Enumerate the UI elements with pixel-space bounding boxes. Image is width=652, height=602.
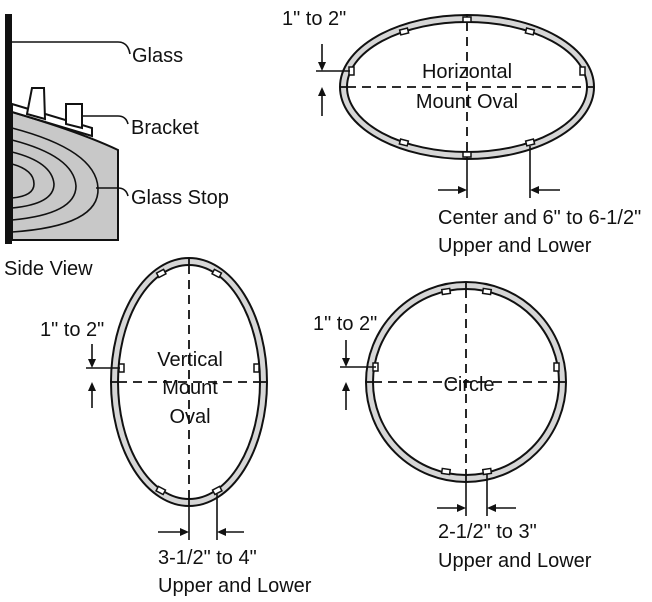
bracket-label: Bracket [131, 117, 199, 139]
mounting-clip [553, 362, 560, 372]
horizontal-oval-spacing-line1: Center and 6" to 6-1/2" [438, 207, 641, 229]
glass-stop-label: Glass Stop [131, 187, 229, 209]
circle-offset-label: 1" to 2" [313, 313, 377, 335]
dimension-arrow [342, 358, 350, 367]
vertical-oval-spacing-line2: Upper and Lower [158, 575, 312, 597]
mounting-clip [211, 485, 223, 496]
glass-stop-contour [11, 139, 77, 221]
bracket-tab-right [65, 103, 83, 130]
glass-leader-hook [117, 41, 131, 55]
glass-stop-leader-hook [117, 187, 129, 197]
dimension-arrow [458, 186, 467, 194]
mounting-clip [481, 287, 493, 296]
bracket-leader-hook [117, 115, 129, 125]
dimension-arrow [487, 504, 496, 512]
dimension-arrow [88, 359, 96, 368]
dimension-arrow [342, 382, 350, 391]
mounting-clip [155, 485, 167, 496]
horizontal-oval-spacing-line2: Upper and Lower [438, 235, 592, 257]
mounting-clip [398, 138, 410, 147]
glass-stop-contour [11, 163, 35, 199]
dimension-arrow [530, 186, 539, 194]
mounting-clip [211, 268, 223, 279]
mounting-clip [481, 467, 493, 476]
circle-spacing-line1: 2-1/2" to 3" [438, 521, 537, 543]
vertical-oval: Vertical Mount Oval 1" to 2" 3-1/2" to 4… [40, 257, 312, 597]
mounting-clip [579, 66, 586, 76]
glass-stop-contour [11, 151, 55, 209]
dimension-arrow [318, 62, 326, 71]
bracket-tab-left [25, 87, 47, 121]
circle-mount: Circle 1" to 2" 2-1/2" to 3" Upper and L… [313, 281, 592, 572]
vertical-oval-title-line1: Vertical [157, 349, 223, 371]
side-view: Glass Bracket Glass Stop Side View [4, 14, 229, 280]
glass-label: Glass [132, 45, 183, 67]
dimension-arrow [217, 528, 226, 536]
horizontal-oval-offset-label: 1" to 2" [282, 8, 346, 30]
dimension-arrow [318, 87, 326, 96]
horizontal-oval-title-line2: Mount Oval [416, 91, 518, 113]
circle-spacing-line2: Upper and Lower [438, 550, 592, 572]
mounting-clip [462, 16, 472, 23]
vertical-oval-offset-label: 1" to 2" [40, 319, 104, 341]
mounting-clip [253, 363, 260, 373]
vertical-oval-title-line2: Mount [162, 377, 218, 399]
mounting-clip [524, 138, 536, 147]
vertical-oval-title-line3: Oval [169, 406, 210, 428]
mounting-clip [440, 467, 452, 476]
mounting-clip [155, 268, 167, 279]
mounting-clip [462, 151, 472, 158]
circle-title: Circle [443, 374, 494, 396]
dimension-arrow [457, 504, 466, 512]
side-view-caption: Side View [4, 258, 93, 280]
mounting-clip [440, 287, 452, 296]
dimension-arrow [88, 382, 96, 391]
vertical-oval-spacing-line1: 3-1/2" to 4" [158, 547, 257, 569]
horizontal-oval-title-line1: Horizontal [422, 61, 512, 83]
horizontal-oval: Horizontal Mount Oval 1" to 2" Center an… [282, 8, 641, 257]
dimension-arrow [180, 528, 189, 536]
glass-pane [5, 14, 12, 244]
glass-stop-shape [11, 110, 119, 241]
mounting-clip [524, 27, 536, 36]
mounting-clip [398, 27, 410, 36]
